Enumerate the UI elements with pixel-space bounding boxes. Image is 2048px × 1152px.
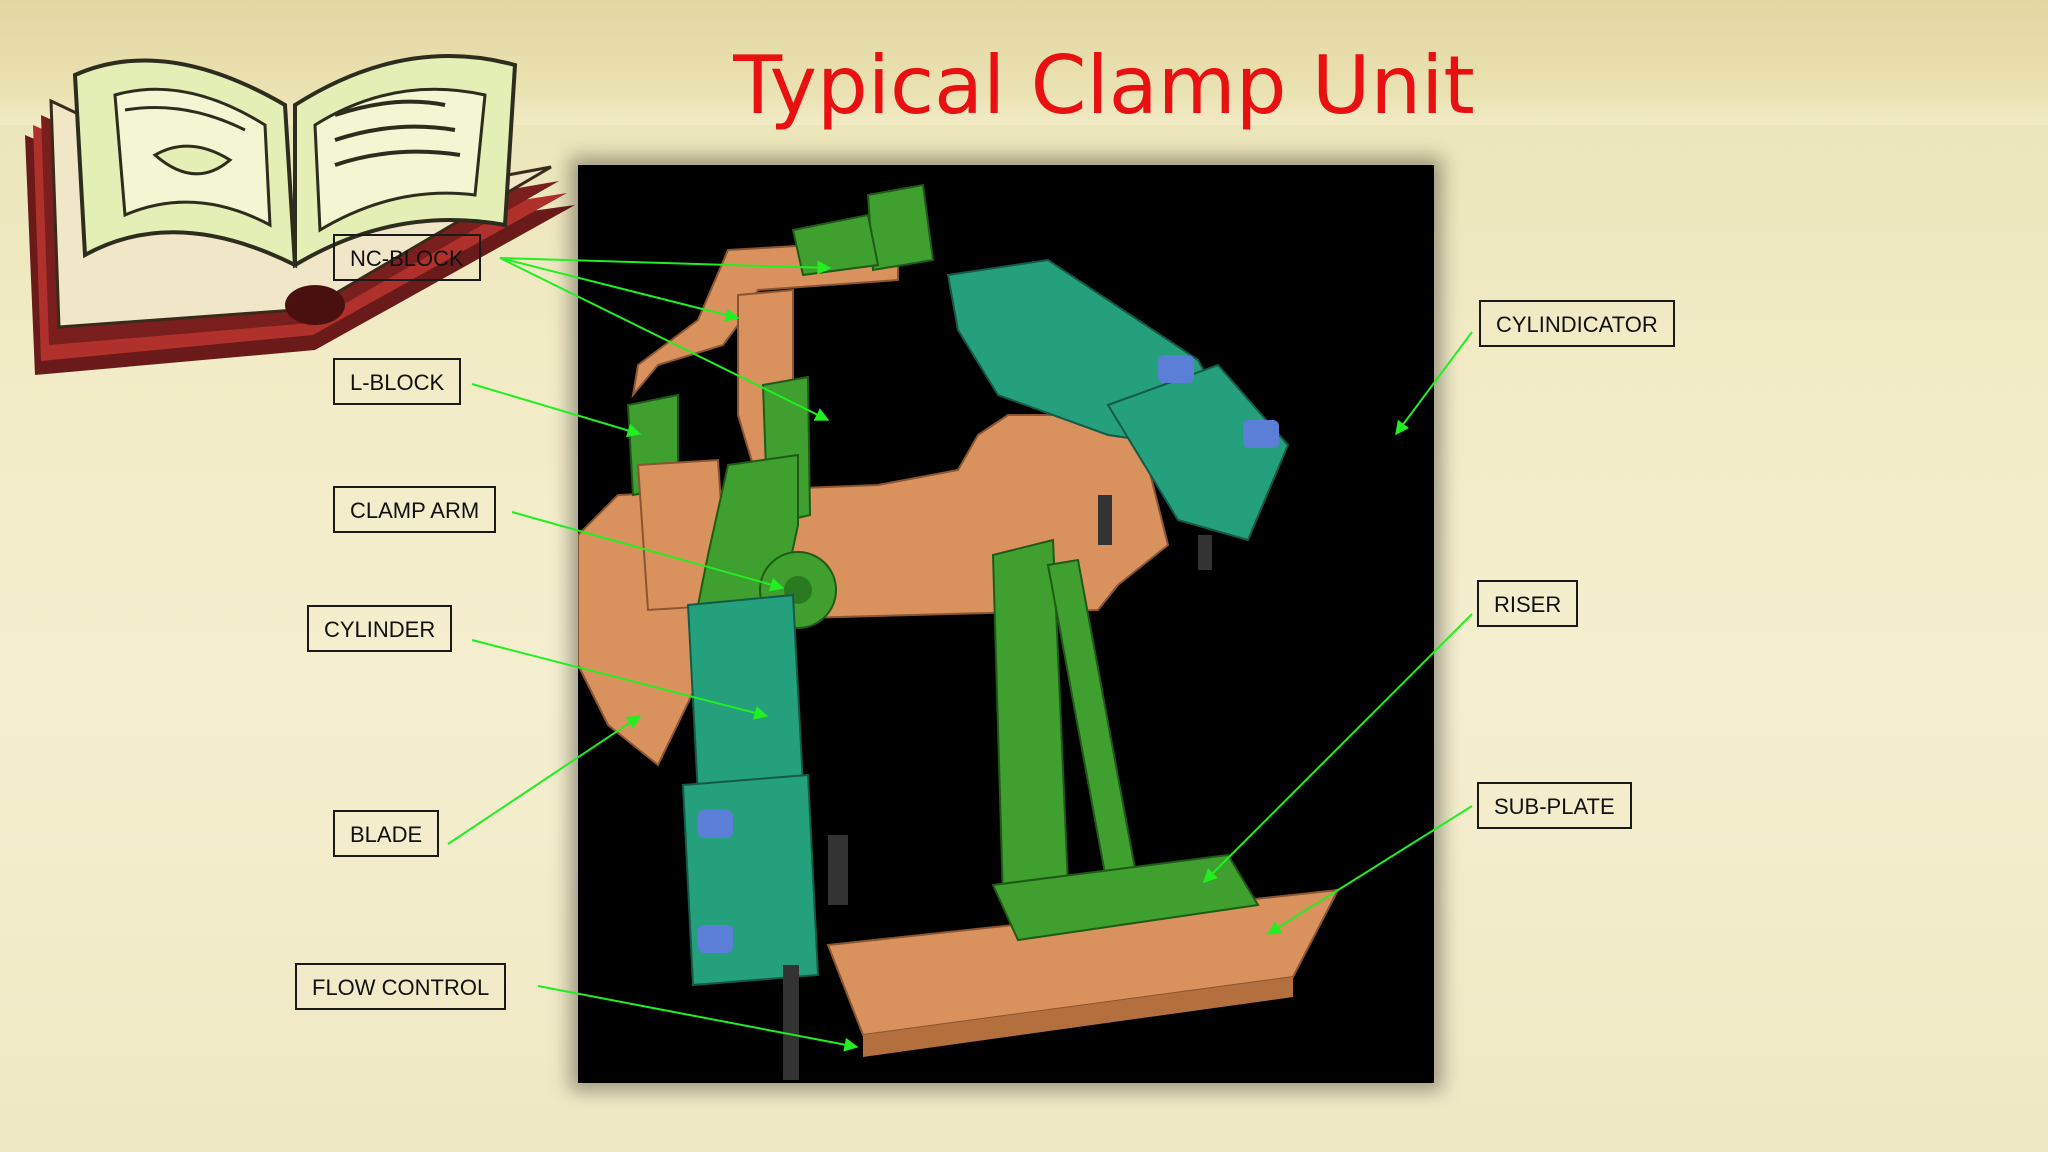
callout-l-block: L-BLOCK: [333, 358, 462, 405]
clamp-unit-drawing: [577, 183, 1340, 1080]
callout-riser: RISER: [1477, 580, 1579, 627]
callout-sub-plate: SUB-PLATE: [1477, 782, 1632, 829]
callout-nc-block: NC-BLOCK: [333, 234, 481, 281]
open-book-icon: [25, 54, 575, 375]
callout-flow-control: FLOW CONTROL: [295, 963, 507, 1010]
callout-cylinder: CYLINDER: [307, 605, 453, 652]
clamp-unit-illustration: [577, 165, 1434, 1083]
callout-clamp-arm: CLAMP ARM: [333, 486, 497, 533]
slide-title: Typical Clamp Unit: [733, 39, 1475, 132]
callout-cylindicator: CYLINDICATOR: [1479, 300, 1675, 347]
callout-blade: BLADE: [333, 810, 440, 857]
